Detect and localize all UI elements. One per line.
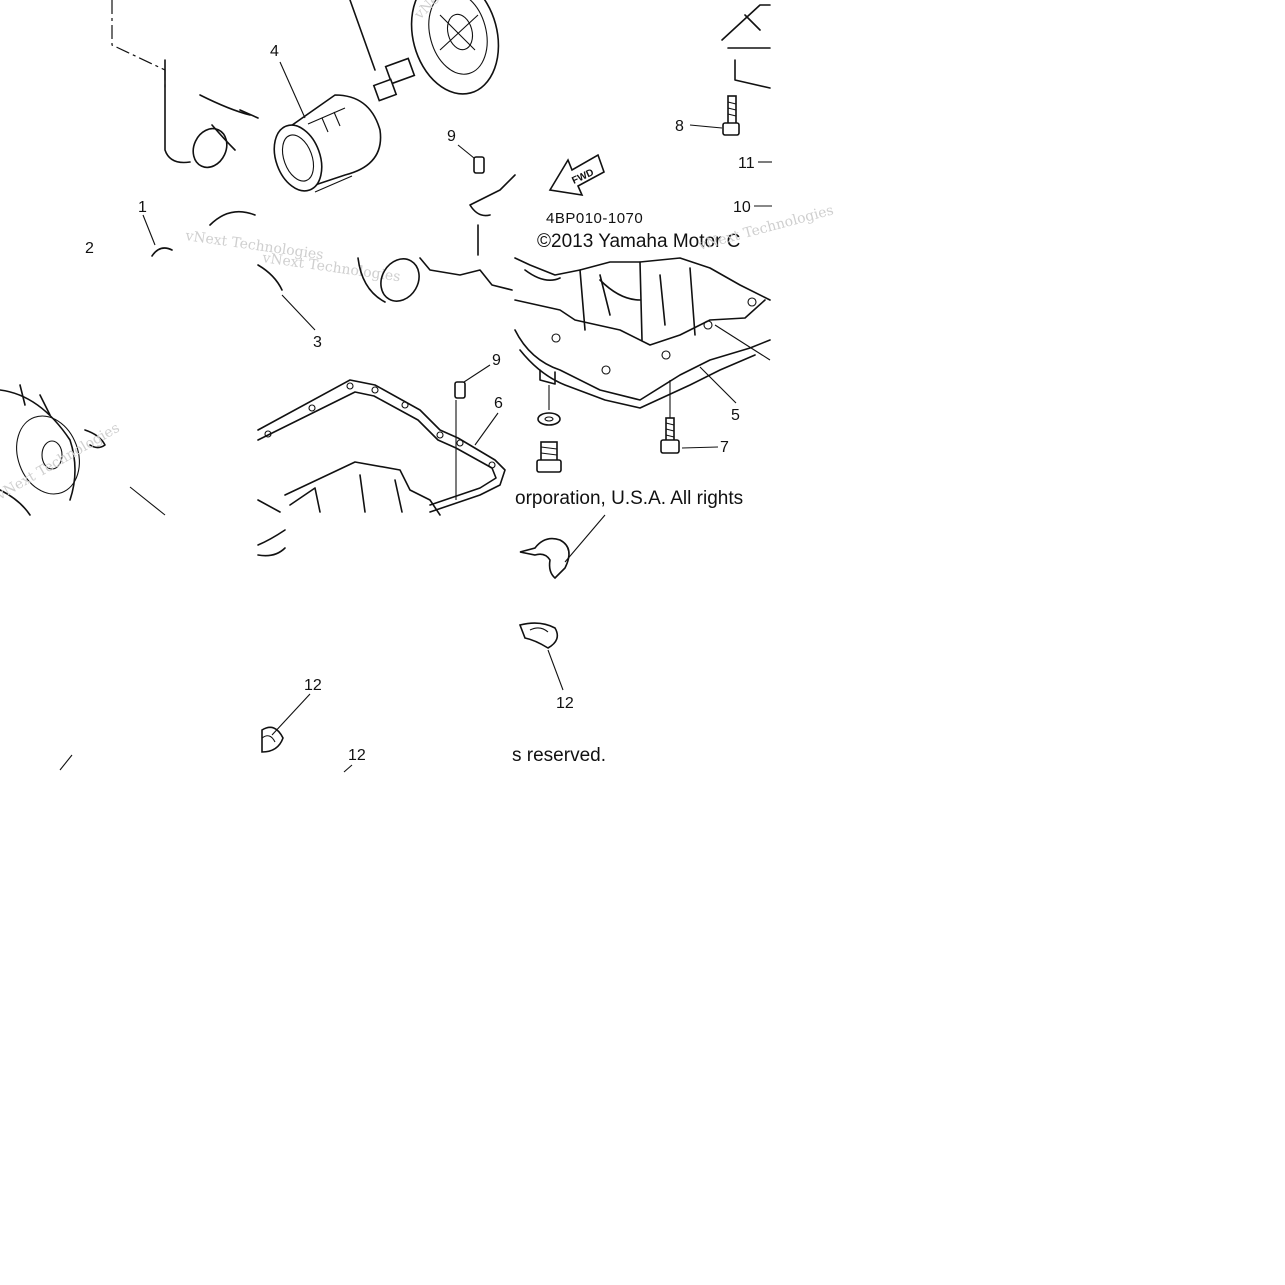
fwd-arrow: FWD: [548, 153, 605, 197]
callout-11: 11: [738, 155, 755, 172]
callout-10: 10: [733, 199, 751, 216]
bolt-7: [660, 380, 680, 454]
callout-4: 4: [270, 43, 279, 60]
engine-lower-fragment: [357, 257, 513, 303]
clamp-upper: [519, 514, 606, 580]
callout-5: 5: [731, 407, 740, 424]
bolt-8: [722, 95, 740, 136]
engine-block-fragment: [111, 0, 259, 169]
gasket-edge-upper: [469, 174, 516, 256]
callout-9-lower: 9: [492, 352, 501, 369]
clamp-12-left: [261, 726, 284, 753]
dowel-pin-upper: [473, 156, 485, 174]
o-ring: [257, 264, 283, 291]
crankcase-fragment: [721, 4, 771, 89]
callout-6: 6: [494, 395, 503, 412]
callout-12-right: 12: [556, 695, 574, 712]
hose-fragment: [257, 529, 286, 557]
oil-pan-gasket: [257, 379, 506, 513]
callout-2: 2: [85, 240, 94, 257]
copyright-line-3: s reserved.: [512, 745, 606, 766]
copyright-line-1: ©2013 Yamaha Motor C: [537, 231, 740, 252]
oil-cooler-partial: [0, 384, 166, 516]
oil-filter: [273, 0, 416, 193]
callout-12-bottom: 12: [348, 747, 366, 764]
callout-12-left: 12: [304, 677, 322, 694]
copyright-line-2: orporation, U.S.A. All rights: [515, 488, 743, 509]
callout-3: 3: [313, 334, 322, 351]
callout-9-upper: 9: [447, 128, 456, 145]
drain-plug: [536, 385, 562, 473]
o-ring-partial: [209, 210, 256, 226]
oil-cooler-disc: [410, 0, 500, 95]
reference-code: 4BP010-1070: [546, 210, 643, 227]
svg-text:vNext Technologies: vNext Technologies: [696, 202, 835, 254]
oil-pan-fragment-center: [257, 461, 441, 516]
callout-7: 7: [720, 439, 729, 456]
svg-text:vNext Technologies: vNext Technologies: [260, 250, 401, 285]
dowel-pin-lower: [454, 381, 466, 399]
callout-8: 8: [675, 118, 684, 135]
callout-1: 1: [138, 199, 147, 216]
oil-pan: [514, 257, 771, 409]
clamp-12-right: [518, 622, 559, 649]
